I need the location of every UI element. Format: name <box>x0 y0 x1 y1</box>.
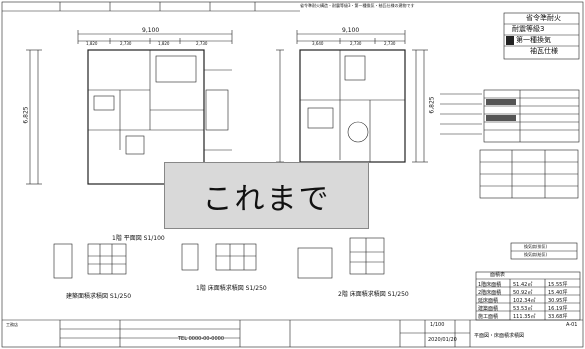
top-caption: 省令準耐火構造・耐震等級3・第一種換気・袖瓦仕様の建物です <box>300 3 415 8</box>
area-row-label: 延床面積 <box>478 298 499 304</box>
dim-segment-1f: 1,820 <box>86 41 98 46</box>
legend-supply: 換気扇(給気) <box>524 252 548 257</box>
title-block-scale: 1/100 <box>430 322 445 328</box>
area-row-value: 111.35㎡ <box>513 314 536 320</box>
first-floor-plan-title: 1階 平面図 S1/100 <box>112 235 165 242</box>
area-row-tsubo: 15.55坪 <box>548 282 568 288</box>
area-row-value: 102.34㎡ <box>513 298 536 304</box>
area-row-value: 50.92㎡ <box>513 290 533 296</box>
dim-segment-1f: 2,730 <box>120 41 132 46</box>
dim-segment-2f: 3,640 <box>312 41 324 46</box>
area-row-tsubo: 33.68坪 <box>548 314 568 320</box>
dim-height-1f: 6,825 <box>22 106 30 124</box>
title-block-date: 2020/01/20 <box>428 337 457 343</box>
area-table-header: 面積表 <box>490 272 506 278</box>
area-row-value: 53.53㎡ <box>513 306 533 312</box>
area-row-tsubo: 16.19坪 <box>548 306 568 312</box>
spec-note-seismic: 耐震等級3 <box>512 25 545 33</box>
dim-segment-1f: 1,820 <box>158 41 170 46</box>
dim-overall-2f: 9,100 <box>342 27 360 34</box>
spec-note-ventilation: 第一種換気 <box>516 36 551 44</box>
dim-overall-1f: 9,100 <box>142 27 160 34</box>
dim-segment-2f: 2,730 <box>350 41 362 46</box>
spec-note-fire-resistance: 省令準耐火 <box>526 14 561 22</box>
first-floor-area-title: 1階 床面積求積図 S1/250 <box>196 285 267 292</box>
dim-segment-1f: 2,730 <box>196 41 208 46</box>
area-row-label: 施工面積 <box>478 314 499 320</box>
spec-note-roof: 袖瓦仕様 <box>530 47 558 55</box>
area-row-label: 建築面積 <box>478 306 499 312</box>
dim-segment-2f: 2,730 <box>384 41 396 46</box>
dim-height-2f: 6,825 <box>428 96 436 114</box>
second-floor-area-title: 2階 床面積求積図 S1/250 <box>338 291 409 298</box>
title-block-drawing-name: 平面図・床面積求積図 <box>474 333 525 339</box>
area-row-label: 2階床面積 <box>478 290 502 296</box>
building-area-title: 建築面積求積図 S1/250 <box>66 293 132 300</box>
overlay-text: これまで <box>202 181 331 217</box>
title-block-tel: TEL 0000-00-0000 <box>178 336 225 342</box>
area-row-tsubo: 30.95坪 <box>548 298 568 304</box>
area-row-label: 1階床面積 <box>478 282 502 288</box>
area-row-value: 51.42㎡ <box>513 282 533 288</box>
title-block-sheet-no: A-01 <box>566 322 578 328</box>
legend-exhaust: 換気扇(排気) <box>524 244 548 249</box>
area-row-tsubo: 15.40坪 <box>548 290 568 296</box>
title-block-company: 工務店 <box>6 322 18 327</box>
overlay-banner: これまで <box>164 162 369 229</box>
